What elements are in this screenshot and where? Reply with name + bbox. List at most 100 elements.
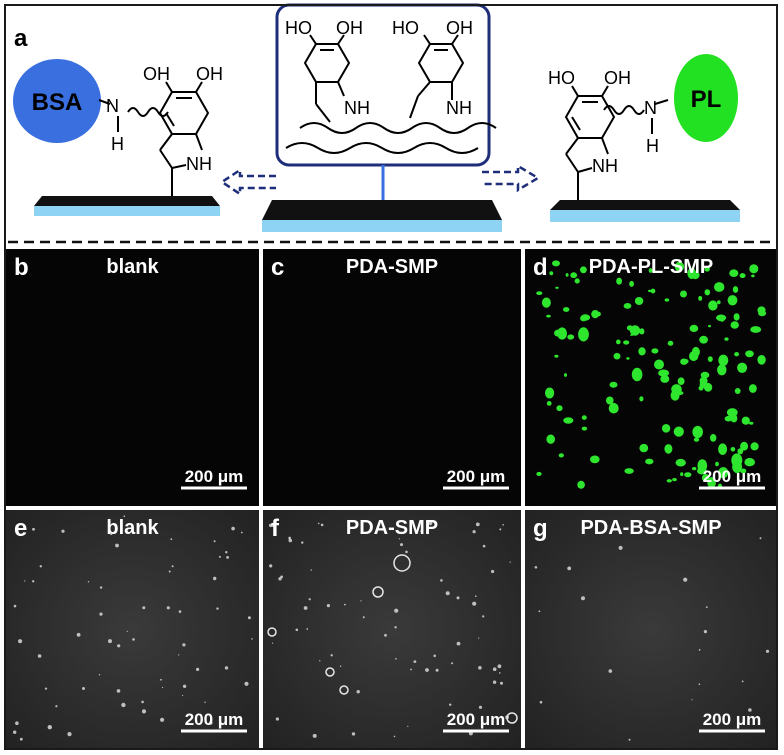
fluorescent-spot <box>749 264 759 274</box>
sem-particle <box>24 580 26 582</box>
left-molecule <box>98 81 210 196</box>
fluorescent-spot <box>639 396 644 402</box>
fluorescent-spot <box>634 297 644 305</box>
sem-particle <box>126 630 128 632</box>
center-nh-1: NH <box>344 98 370 118</box>
fluorescent-spot <box>749 384 757 393</box>
sem-particle <box>330 654 333 657</box>
fluorescent-spot <box>707 356 713 362</box>
sem-particle <box>440 579 443 582</box>
sem-particle <box>618 545 623 550</box>
sem-particle <box>123 515 126 517</box>
fluorescent-spot <box>558 453 564 458</box>
fluorescent-spot <box>609 381 618 388</box>
sem-particle <box>306 628 309 630</box>
left-dashed-arrow <box>219 167 276 197</box>
sem-particle <box>247 616 251 620</box>
sem-particle <box>141 709 147 714</box>
panel-f-title: PDA-SMP <box>346 517 438 539</box>
scale-label-g: 200 μm <box>703 710 762 729</box>
sem-particle <box>581 596 585 601</box>
fluorescent-spot <box>727 295 738 306</box>
sem-particle <box>394 626 397 629</box>
panel-f-letter: f <box>271 515 280 542</box>
fluorescent-spot <box>676 391 684 395</box>
sem-particle <box>482 544 486 548</box>
sem-particle <box>698 649 701 651</box>
sem-particle <box>213 576 217 581</box>
fluorescent-spot <box>699 376 708 386</box>
sem-particle <box>394 608 399 613</box>
sem-particle <box>705 606 708 608</box>
sem-aggregate <box>267 627 277 637</box>
panel-e-letter: e <box>14 515 27 542</box>
fluorescent-spot <box>692 428 701 434</box>
sem-particle <box>225 551 228 554</box>
panel-a: a BSA OH OH N H NH <box>8 3 776 244</box>
fluorescent-spot <box>565 273 569 277</box>
fluorescent-spot <box>563 417 574 424</box>
sem-particle <box>288 538 293 543</box>
sem-particle <box>384 633 387 637</box>
fluorescent-spot <box>708 300 718 311</box>
fluorescent-spot <box>631 367 643 382</box>
sem-particle <box>445 591 450 596</box>
sem-particle <box>270 523 275 527</box>
fluorescent-spot <box>570 272 578 279</box>
sem-particle <box>320 523 324 527</box>
sem-particle <box>213 540 216 543</box>
sem-particle <box>492 667 497 671</box>
center-oh-1: OH <box>336 18 363 38</box>
fluorescent-spot <box>733 313 740 321</box>
sem-particle <box>99 586 103 589</box>
right-nh: NH <box>592 156 618 176</box>
fluorescent-spot <box>556 405 563 412</box>
fluorescent-spot <box>734 352 739 357</box>
pl-blob <box>674 54 738 142</box>
fluorescent-spot <box>718 443 728 456</box>
sem-particle <box>295 628 299 632</box>
sem-particle <box>608 669 613 673</box>
right-ho: HO <box>548 68 575 88</box>
sem-particle <box>280 575 283 579</box>
sem-particle <box>13 730 17 734</box>
fluorescent-spot <box>667 340 674 346</box>
micrograph-c <box>263 249 521 506</box>
sem-particle <box>99 612 103 616</box>
micrograph-f <box>263 510 521 749</box>
fluorescent-spot <box>734 388 741 394</box>
sem-particle <box>310 569 312 571</box>
sem-particle <box>244 681 249 686</box>
fluorescent-spot <box>707 478 716 488</box>
sem-particle <box>272 642 274 644</box>
fluorescent-spot <box>626 357 630 360</box>
sem-particle <box>182 694 184 697</box>
fluorescent-spot <box>704 266 710 272</box>
sem-particle <box>449 703 452 706</box>
sem-particle <box>398 538 400 540</box>
fluorescent-spot <box>673 426 684 437</box>
sem-particle <box>534 566 538 569</box>
fluorescent-spot <box>630 334 634 336</box>
sem-particle <box>55 705 58 708</box>
sem-particle <box>308 598 311 601</box>
fluorescent-spot <box>716 314 727 322</box>
fluorescent-spot <box>624 468 634 474</box>
sem-particle <box>209 721 213 725</box>
sem-particle <box>132 638 135 641</box>
sem-aggregate <box>325 667 335 677</box>
panel-c-title: PDA-SMP <box>346 256 438 278</box>
fluorescent-spot <box>613 352 621 360</box>
fluorescent-spot <box>567 334 575 340</box>
fluorescent-spot <box>717 300 721 305</box>
fluorescent-spot <box>675 458 686 467</box>
sem-particle <box>82 687 85 690</box>
sem-particle <box>499 528 502 531</box>
sem-particle <box>478 637 480 639</box>
micrograph-g <box>525 510 777 749</box>
fluorescent-spot <box>740 468 747 474</box>
sem-particle <box>395 658 397 660</box>
fluorescent-spot <box>536 471 542 476</box>
